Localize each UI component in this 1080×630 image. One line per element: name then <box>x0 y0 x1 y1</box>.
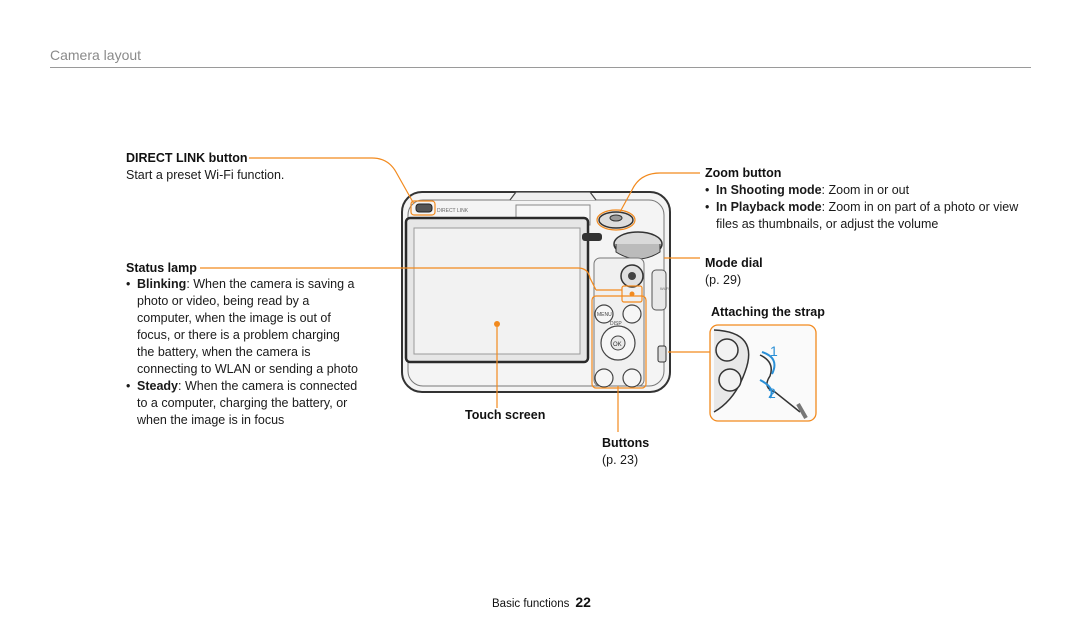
mode-dial-page-ref: (p. 29) <box>705 273 742 287</box>
ok-engraving: OK <box>613 342 622 348</box>
strap-eyelet-graphic <box>657 345 667 363</box>
attaching-strap-label: Attaching the strap <box>711 305 825 319</box>
strap-step-1: 1 <box>770 343 778 359</box>
status-lamp-label: Status lamp <box>126 261 197 275</box>
page-section-title: Camera layout <box>50 47 142 63</box>
footer-section: Basic functions <box>492 598 570 610</box>
page-footer: Basic functions 22 <box>492 594 591 610</box>
zoom-button-label: Zoom button <box>705 166 782 180</box>
status-lamp-graphic <box>629 291 635 297</box>
list-item: In Shooting mode: Zoom in or out <box>705 182 1035 199</box>
disp-engraving: DISP <box>610 321 622 327</box>
zoom-button-list: In Shooting mode: Zoom in or out In Play… <box>705 182 1035 233</box>
page-number: 22 <box>575 594 591 610</box>
direct-link-label: DIRECT LINK button <box>126 151 248 165</box>
strap-step-2: 2 <box>768 385 776 401</box>
list-item: Blinking: When the camera is saving a ph… <box>126 276 358 378</box>
mode-dial-label: Mode dial <box>705 256 763 270</box>
buttons-page-ref: (p. 23) <box>602 453 639 467</box>
direct-link-button-graphic <box>415 203 433 213</box>
wifi-engraving: Wi-Fi <box>660 286 669 291</box>
direct-link-description: Start a preset Wi-Fi function. <box>126 168 285 182</box>
direct-link-engraving: DIRECT LINK <box>437 208 469 214</box>
status-lamp-list: Blinking: When the camera is saving a ph… <box>126 276 358 429</box>
header-divider <box>50 67 1031 68</box>
list-item: Steady: When the camera is connected to … <box>126 378 358 429</box>
list-item: In Playback mode: Zoom in on part of a p… <box>705 199 1035 233</box>
touch-screen-label: Touch screen <box>465 408 546 422</box>
buttons-label: Buttons <box>602 436 650 450</box>
menu-engraving: MENU <box>597 312 612 318</box>
